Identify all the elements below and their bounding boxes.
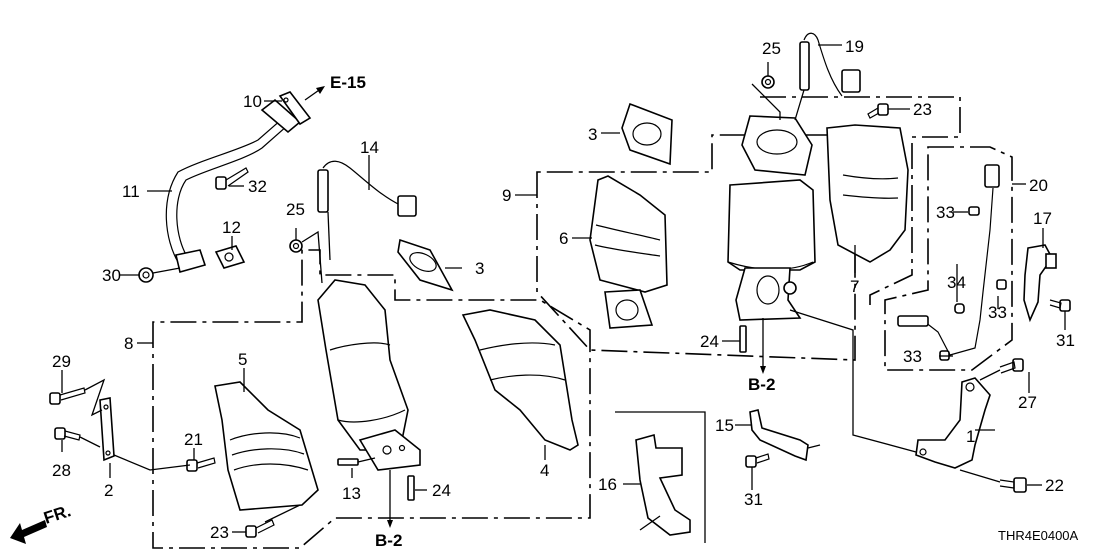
part-31-bolt-right [1049,299,1071,312]
part-11-egr-pipe [165,98,302,273]
part-4-heat-shield [461,309,579,451]
part-3-gasket-upper [621,102,673,166]
callout-29: 29 [52,352,71,371]
callout-34: 34 [947,273,966,292]
leader-lines [61,44,1066,533]
part-28-bolt [54,427,101,448]
part-25-nut-right [751,75,781,120]
part-31-bolt-lower [745,453,770,468]
group-boundary-9 [536,134,856,361]
callout-27: 27 [1018,393,1037,412]
part-29-bolt [49,378,106,417]
callout-16: 16 [598,475,617,494]
callout-11: 11 [122,182,140,201]
callout-24-left: 24 [432,481,451,500]
part-24-stud-left [407,475,415,501]
callout-24-right: 24 [700,332,719,351]
part-33-clip-upper [968,206,980,216]
callout-21: 21 [184,430,203,449]
part-25-nut-left [289,230,323,284]
callout-1: 1 [966,427,975,446]
callout-12: 12 [222,218,241,237]
callout-5: 5 [238,350,247,369]
callout-7: 7 [850,277,859,296]
callout-25-left: 25 [286,200,305,219]
part-15-bracket [749,409,821,462]
part-33-clip-middle [996,279,1007,290]
arrow-to-b2-right [760,318,766,374]
callout-10: 10 [243,92,262,111]
part-24-stud-right [739,325,747,353]
part-1-bracket [789,309,991,469]
callout-33-upper: 33 [936,203,955,222]
part-23-bolt-left [245,504,301,538]
reference-b2-left[interactable]: B-2 [375,531,402,550]
part-23-bolt-right [867,103,889,119]
part-21-bolt [186,457,216,472]
part-2-bracket [99,397,191,471]
part-12-gasket [214,245,246,269]
part-6-heat-shield [589,175,668,329]
callout-6: 6 [559,229,568,248]
callout-32: 32 [248,177,267,196]
callout-20: 20 [1029,176,1048,195]
group-boundary-16 [615,411,706,543]
part-34-grommet [954,303,965,314]
callout-25-right: 25 [762,39,781,58]
callout-2: 2 [104,481,113,500]
diagram-code: THR4E0400A [998,528,1079,543]
callout-15: 15 [715,416,734,435]
part-7-heat-shield [826,124,909,263]
callouts: 1 2 3 3 4 5 6 7 8 9 10 11 12 13 14 15 16… [52,37,1075,542]
callout-33-middle: 33 [988,303,1007,322]
part-27-bolt [979,358,1024,381]
callout-23-right: 23 [913,100,932,119]
part-22-bolt [959,469,1027,493]
part-32-bolt [215,167,249,190]
reference-b2-right[interactable]: B-2 [748,375,775,394]
part-10-gasket [278,91,312,126]
arrow-to-b2-left [387,470,393,528]
callout-8: 8 [124,334,133,353]
callout-30: 30 [102,266,121,285]
part-13-stud [337,457,376,466]
callout-9: 9 [502,186,511,205]
callout-22: 22 [1045,476,1064,495]
callout-4: 4 [540,461,549,480]
front-direction-arrow [10,520,47,544]
callout-33-lower: 33 [903,347,922,366]
callout-19: 19 [845,37,864,56]
part-3-gasket-lower [397,238,454,292]
front-indicator-label: FR. [41,501,73,528]
callout-17: 17 [1033,209,1052,228]
part-5-heat-shield [214,381,319,511]
callout-13: 13 [342,484,361,503]
reference-labels: E-15 B-2 B-2 [330,73,775,550]
part-19-oxygen-sensor [794,32,861,121]
callout-31-lower: 31 [744,490,763,509]
group-boundary-20 [884,146,1013,371]
reference-e15[interactable]: E-15 [330,73,366,92]
group-boundary-7 [760,96,961,305]
rear-catalytic-converter [727,115,816,321]
front-catalytic-converter [317,279,421,471]
callout-28: 28 [52,461,71,480]
part-16-bracket [635,433,691,536]
callout-3-lower: 3 [475,259,484,278]
callout-31-right: 31 [1056,331,1075,350]
callout-3-upper: 3 [588,125,597,144]
arrow-to-e15 [304,86,325,101]
group-boundary-8 [152,249,591,549]
part-30-nut [138,267,181,283]
callout-23-left: 23 [210,523,229,542]
part-17-bracket [1023,244,1057,323]
callout-14: 14 [360,138,379,157]
part-14-oxygen-sensor [317,160,417,261]
part-20-sensor-harness [897,164,1000,356]
